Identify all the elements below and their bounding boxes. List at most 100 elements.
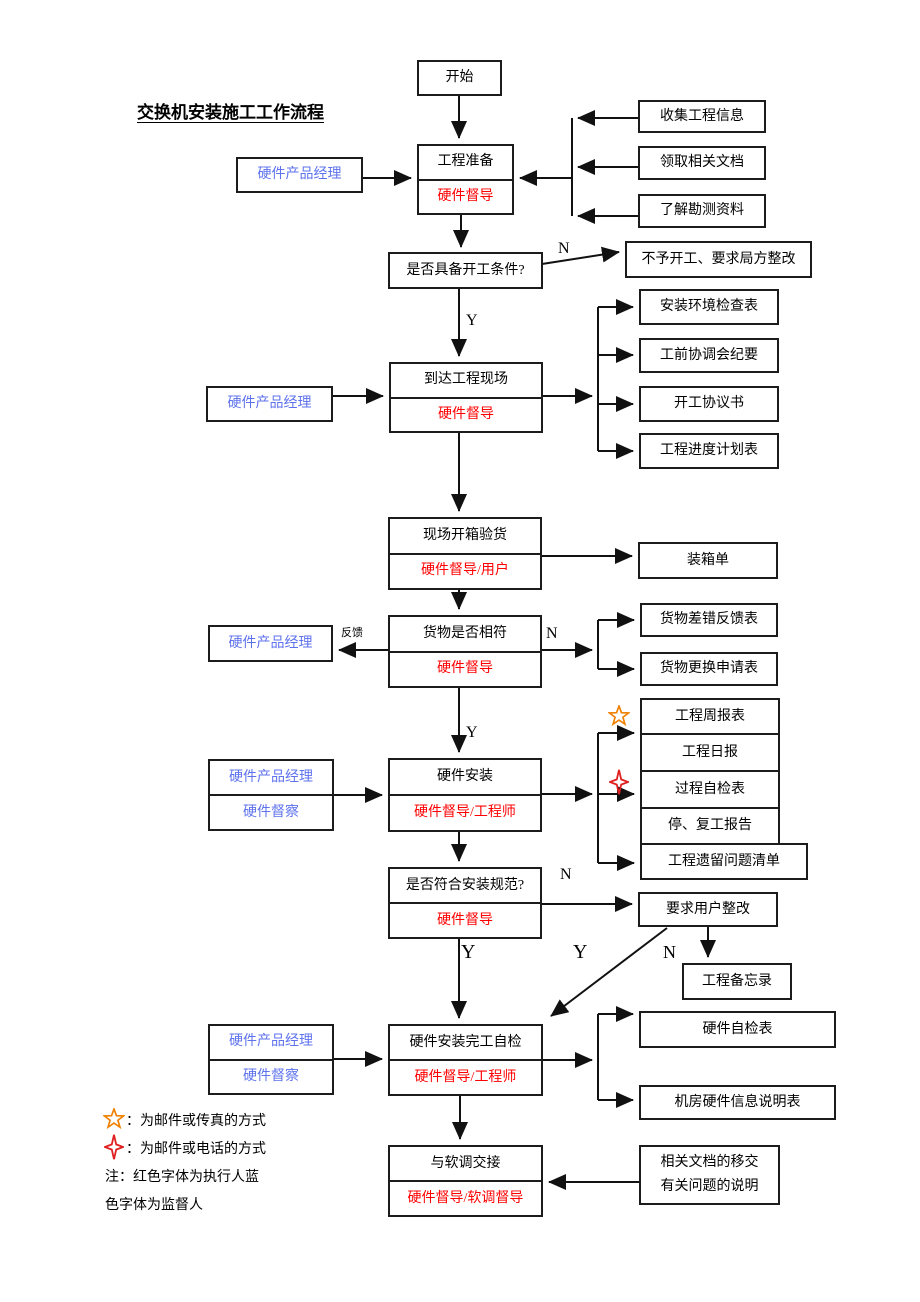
label-no-4: N xyxy=(663,942,676,962)
node-rectify: 要求用户整改 xyxy=(638,892,778,927)
node-install-executor: 硬件督导/工程师 xyxy=(390,794,540,830)
doc-handover-line2: 有关问题的说明 xyxy=(660,1179,759,1194)
legend-phone-star-icon xyxy=(104,1134,124,1160)
label-yes-2: Y xyxy=(466,724,478,741)
decision-spec-executor: 硬件督导 xyxy=(390,902,540,937)
doc-daily-report: 工程日报 xyxy=(640,733,780,772)
doc-process-check-label: 过程自检表 xyxy=(675,781,745,797)
doc-packing-list: 装箱单 xyxy=(638,542,778,579)
doc-get-docs: 领取相关文档 xyxy=(638,146,766,180)
supervisor-4-manager: 硬件产品经理 xyxy=(229,769,313,785)
node-handover-executor: 硬件督导/软调督导 xyxy=(390,1180,541,1215)
node-arrive-name: 到达工程现场 xyxy=(424,372,508,388)
supervisor-box-3: 硬件产品经理 xyxy=(208,625,333,662)
supervisor-box-1: 硬件产品经理 xyxy=(236,157,363,193)
label-no-2: N xyxy=(546,625,558,642)
doc-goods-error: 货物差错反馈表 xyxy=(640,603,778,637)
node-prepare-name: 工程准备 xyxy=(437,154,494,170)
label-no-3: N xyxy=(560,866,572,883)
node-self-check-name: 硬件安装完工自检 xyxy=(409,1034,522,1050)
node-handover-name: 与软调交接 xyxy=(430,1155,501,1171)
supervisor-5-manager: 硬件产品经理 xyxy=(229,1034,313,1050)
fax-star-icon xyxy=(608,705,630,727)
doc-memo-label: 工程备忘录 xyxy=(702,973,772,989)
doc-leftover-list-label: 工程遗留问题清单 xyxy=(668,853,780,869)
node-prepare-executor: 硬件督导 xyxy=(419,178,512,214)
node-handover: 与软调交接 硬件督导/软调督导 xyxy=(388,1145,543,1217)
supervisor-5-inspector: 硬件督察 xyxy=(210,1058,332,1094)
node-install: 硬件安装 硬件督导/工程师 xyxy=(388,758,542,832)
doc-handover-line1: 相关文档的移交 xyxy=(660,1155,759,1170)
doc-goods-replace-label: 货物更换申请表 xyxy=(660,661,758,676)
doc-weekly-report: 工程周报表 xyxy=(640,698,780,735)
doc-leftover-list: 工程遗留问题清单 xyxy=(640,843,808,880)
node-start: 开始 xyxy=(417,60,502,96)
node-unbox-name: 现场开箱验货 xyxy=(423,527,507,543)
doc-schedule-label: 工程进度计划表 xyxy=(660,443,758,458)
decision-goods-match-name: 货物是否相符 xyxy=(423,625,507,641)
decision-spec: 是否符合安装规范? 硬件督导 xyxy=(388,867,542,939)
doc-stop-resume: 停、复工报告 xyxy=(640,807,780,845)
doc-weekly-report-label: 工程周报表 xyxy=(675,708,745,724)
node-unbox-executor: 硬件督导/用户 xyxy=(390,552,540,589)
node-prepare: 工程准备 硬件督导 xyxy=(417,144,514,215)
legend-fax-star-icon xyxy=(103,1108,125,1130)
node-start-label: 开始 xyxy=(445,70,474,85)
doc-survey: 了解勘测资料 xyxy=(638,194,766,228)
doc-goods-error-label: 货物差错反馈表 xyxy=(660,612,758,627)
doc-schedule: 工程进度计划表 xyxy=(639,433,779,469)
doc-stop-resume-label: 停、复工报告 xyxy=(668,818,752,833)
doc-pre-meeting-label: 工前协调会纪要 xyxy=(660,347,758,363)
node-no-start: 不予开工、要求局方整改 xyxy=(625,241,812,278)
doc-pre-meeting: 工前协调会纪要 xyxy=(639,338,779,373)
node-self-check: 硬件安装完工自检 硬件督导/工程师 xyxy=(388,1024,543,1096)
doc-start-agreement: 开工协议书 xyxy=(639,386,779,422)
node-no-start-label: 不予开工、要求局方整改 xyxy=(641,251,796,267)
phone-star-icon xyxy=(609,769,629,795)
doc-env-check-label: 安装环境检查表 xyxy=(660,299,758,314)
label-feedback: 反馈 xyxy=(341,627,363,639)
label-yes-4: Y xyxy=(573,941,588,963)
doc-packing-list-label: 装箱单 xyxy=(687,552,729,568)
supervisor-3-label: 硬件产品经理 xyxy=(228,635,313,651)
decision-goods-match-executor: 硬件督导 xyxy=(390,650,540,687)
legend-note-line2: 色字体为监督人 xyxy=(105,1198,203,1213)
doc-room-info: 机房硬件信息说明表 xyxy=(639,1085,836,1120)
supervisor-box-2: 硬件产品经理 xyxy=(206,386,333,422)
decision-start-condition-label: 是否具备开工条件? xyxy=(406,262,525,278)
doc-survey-label: 了解勘测资料 xyxy=(660,203,744,218)
label-yes-1: Y xyxy=(466,312,478,329)
decision-goods-match: 货物是否相符 硬件督导 xyxy=(388,615,542,688)
doc-memo: 工程备忘录 xyxy=(682,963,792,1000)
supervisor-1-label: 硬件产品经理 xyxy=(257,167,342,182)
node-rectify-label: 要求用户整改 xyxy=(666,901,750,917)
legend-fax-label: ：为邮件或传真的方式 xyxy=(126,1114,266,1129)
doc-start-agreement-label: 开工协议书 xyxy=(674,396,744,411)
doc-hw-check: 硬件自检表 xyxy=(639,1011,836,1048)
doc-collect-info: 收集工程信息 xyxy=(638,100,766,133)
decision-start-condition: 是否具备开工条件? xyxy=(388,252,543,289)
legend-note-line1: 注：红色字体为执行人蓝 xyxy=(105,1170,259,1185)
label-yes-3: Y xyxy=(461,941,476,963)
doc-room-info-label: 机房硬件信息说明表 xyxy=(674,1094,801,1110)
node-self-check-executor: 硬件督导/工程师 xyxy=(390,1059,541,1094)
node-arrive: 到达工程现场 硬件督导 xyxy=(389,362,543,433)
doc-env-check: 安装环境检查表 xyxy=(639,289,779,325)
node-arrive-executor: 硬件督导 xyxy=(391,396,541,432)
doc-daily-report-label: 工程日报 xyxy=(682,744,738,760)
supervisor-box-5: 硬件产品经理 硬件督察 xyxy=(208,1024,334,1095)
supervisor-box-4: 硬件产品经理 硬件督察 xyxy=(208,759,334,831)
node-install-name: 硬件安装 xyxy=(437,769,493,784)
page-title: 交换机安装施工工作流程 xyxy=(137,103,324,122)
node-unbox: 现场开箱验货 硬件督导/用户 xyxy=(388,517,542,590)
supervisor-2-label: 硬件产品经理 xyxy=(227,396,312,411)
doc-process-check: 过程自检表 xyxy=(640,770,780,809)
supervisor-4-inspector: 硬件督察 xyxy=(210,794,332,829)
doc-get-docs-label: 领取相关文档 xyxy=(660,155,744,170)
legend-phone-label: ：为邮件或电话的方式 xyxy=(126,1142,266,1157)
decision-spec-name: 是否符合安装规范? xyxy=(405,877,525,893)
doc-hw-check-label: 硬件自检表 xyxy=(702,1021,773,1037)
label-no-1: N xyxy=(558,240,570,257)
